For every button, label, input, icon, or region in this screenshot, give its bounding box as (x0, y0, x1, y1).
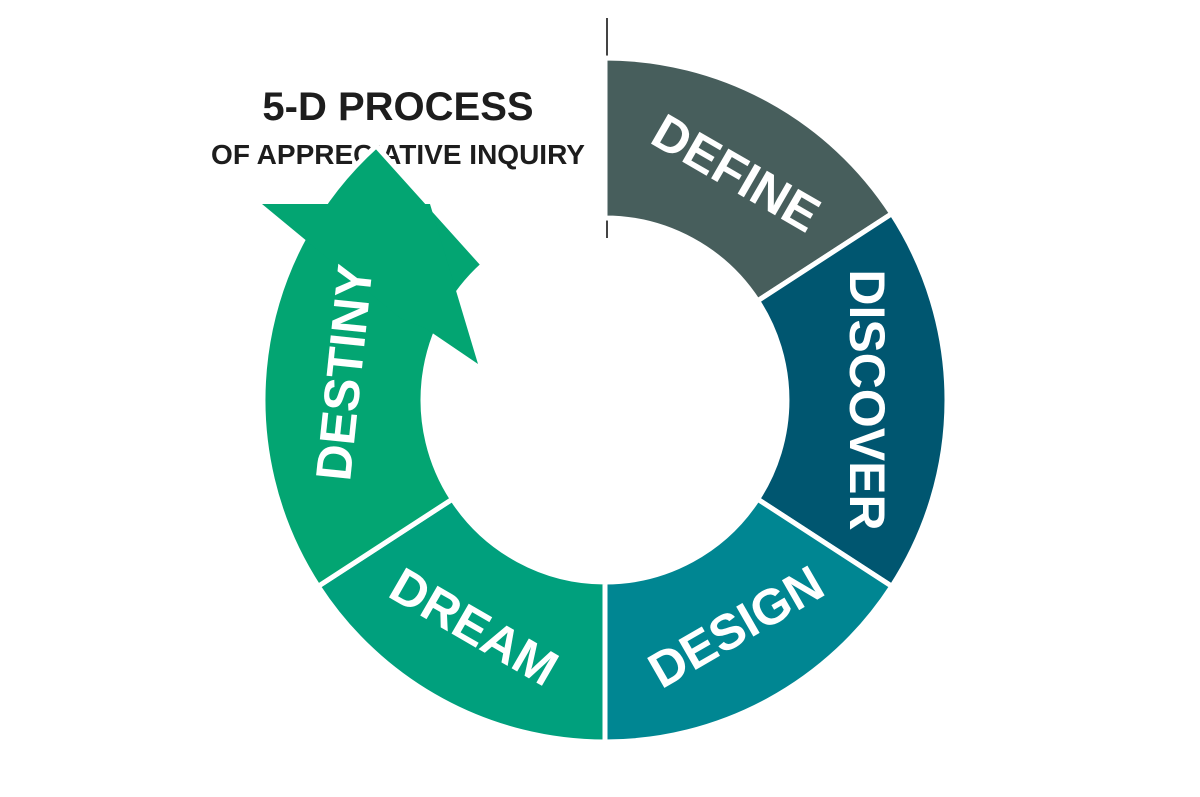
segment-dream-shape (315, 496, 608, 745)
segment-define-shape (602, 55, 895, 304)
diagram-subtitle: OF APPRECIATIVE INQUIRY (211, 139, 585, 170)
segment-destiny-arrow: DESTINY (260, 143, 486, 589)
segment-discover: DISCOVER (755, 211, 950, 589)
segment-dream: DREAM (315, 496, 608, 745)
segment-discover-label: DISCOVER (839, 269, 895, 530)
segment-discover-shape (755, 211, 950, 589)
segment-design-shape (602, 496, 895, 745)
diagram-title: 5-D PROCESS (262, 85, 533, 129)
arrow-head-icon (262, 204, 478, 364)
segment-define: DEFINE (602, 55, 895, 304)
segment-design: DESIGN (602, 496, 895, 745)
